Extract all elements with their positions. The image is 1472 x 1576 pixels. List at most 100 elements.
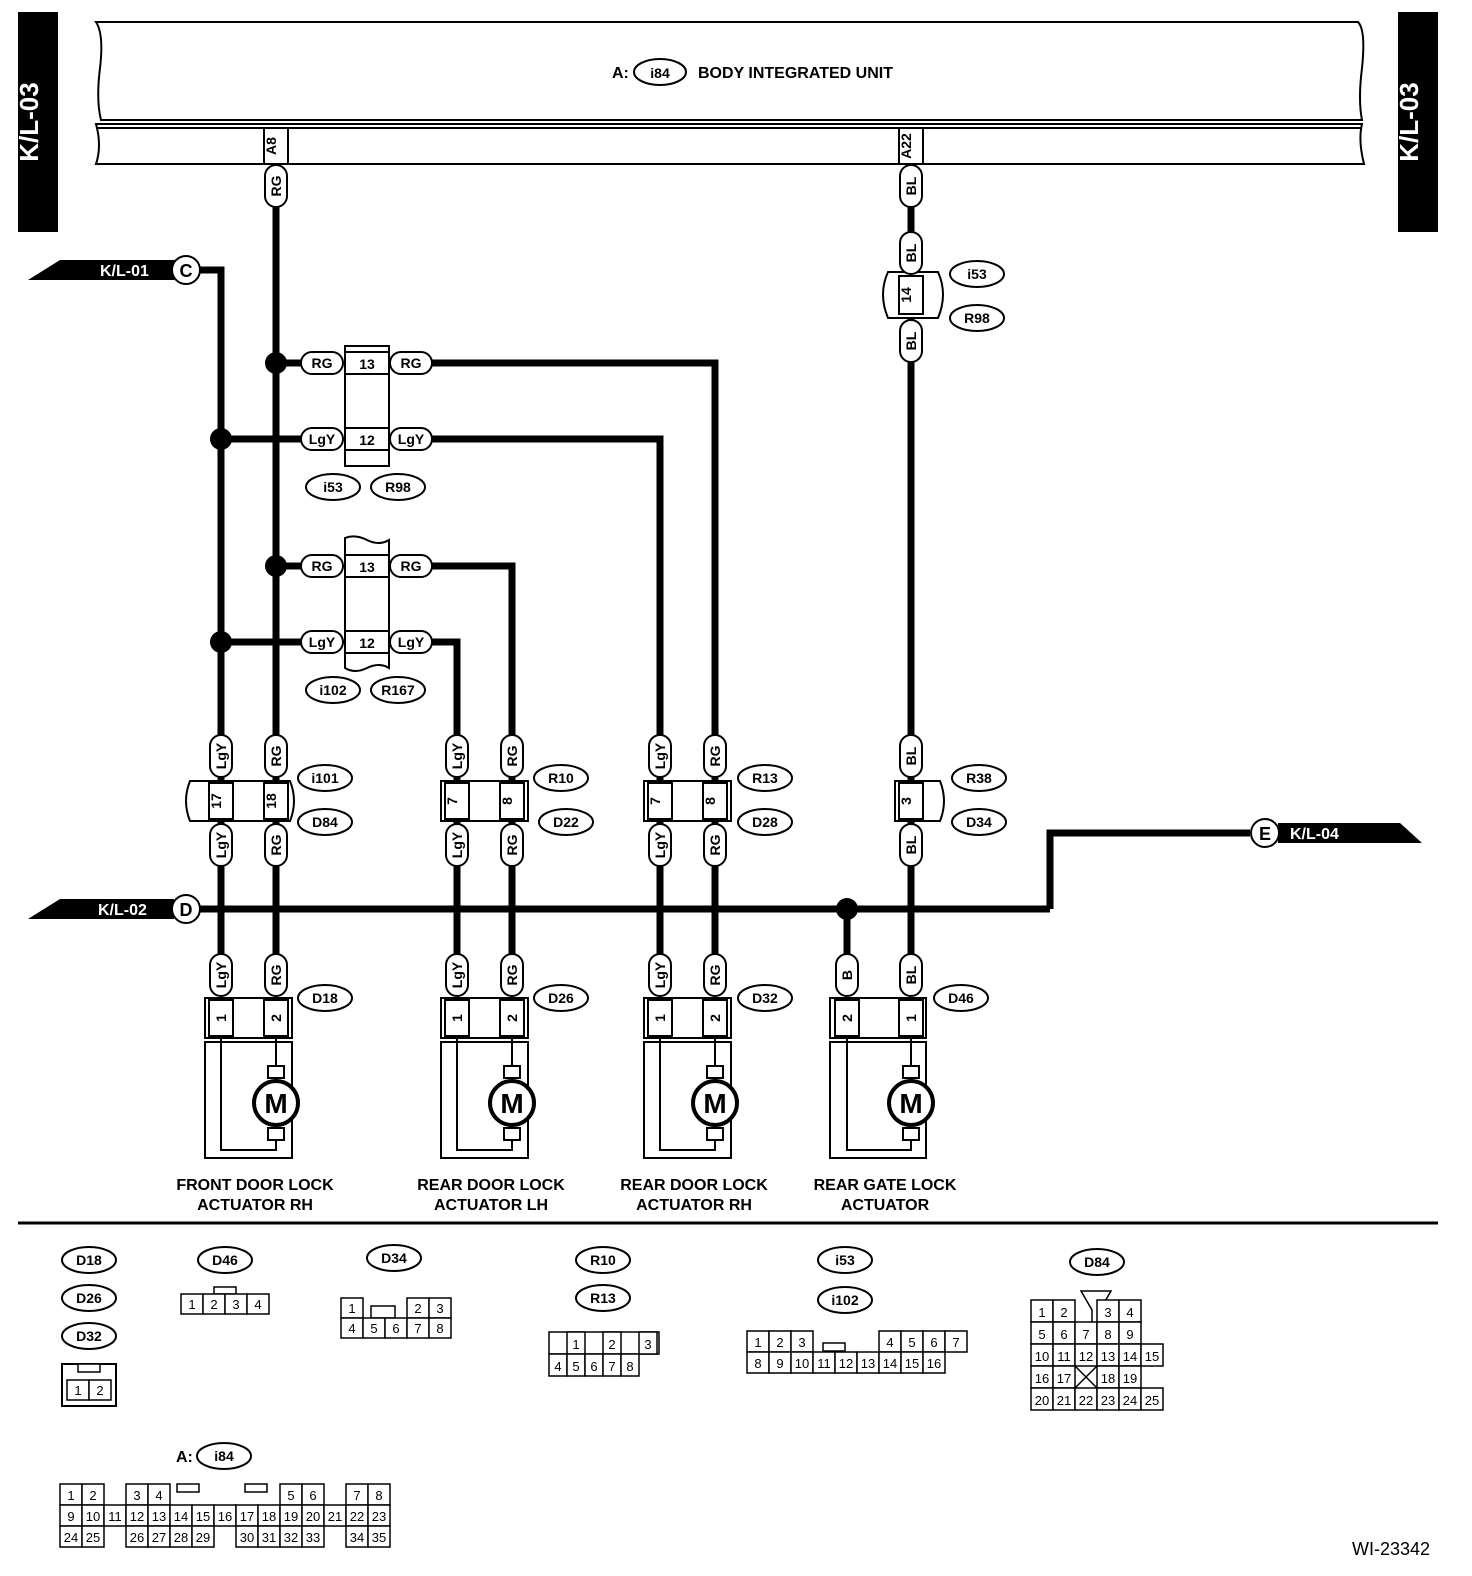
svg-text:D84: D84 xyxy=(1084,1254,1110,1270)
svg-text:13: 13 xyxy=(861,1356,875,1371)
wire-color-label: BL xyxy=(903,835,919,854)
motor-icon xyxy=(691,1079,739,1127)
svg-text:D28: D28 xyxy=(752,814,778,830)
svg-text:R13: R13 xyxy=(590,1290,616,1306)
svg-text:2: 2 xyxy=(839,1014,855,1022)
svg-text:3: 3 xyxy=(898,797,914,805)
svg-text:5: 5 xyxy=(287,1488,294,1503)
svg-text:D26: D26 xyxy=(548,990,574,1006)
svg-text:2: 2 xyxy=(608,1337,615,1352)
svg-text:2: 2 xyxy=(707,1014,723,1022)
legend-badge-r10: R10 xyxy=(575,1246,631,1274)
svg-text:2: 2 xyxy=(210,1297,217,1312)
svg-text:3: 3 xyxy=(436,1301,443,1316)
pin-a22 xyxy=(898,127,924,165)
legend-badge-d32: D32 xyxy=(61,1322,117,1350)
svg-text:22: 22 xyxy=(1079,1393,1093,1408)
ref-d: K/L-02 D xyxy=(28,894,201,924)
connector-i53-r98: 13 12 xyxy=(344,345,390,467)
wire-color-tag: RG xyxy=(703,734,727,778)
svg-text:14: 14 xyxy=(898,287,914,303)
svg-text:C: C xyxy=(180,261,193,281)
svg-text:D32: D32 xyxy=(752,990,778,1006)
svg-text:4: 4 xyxy=(554,1359,561,1374)
svg-text:8: 8 xyxy=(375,1488,382,1503)
actuator-name-line1: REAR GATE LOCK xyxy=(814,1177,957,1194)
wire-color-tag: RG xyxy=(264,823,288,867)
svg-text:8: 8 xyxy=(626,1359,633,1374)
wire-color-label: LgY xyxy=(213,831,229,858)
svg-text:24: 24 xyxy=(1123,1393,1137,1408)
wire-color-tag: BL xyxy=(899,164,923,208)
connector-badge-d84: D84 xyxy=(297,808,353,836)
svg-text:D84: D84 xyxy=(312,814,338,830)
connector-r38-d34: 3 xyxy=(894,780,945,822)
splice-dot xyxy=(210,428,232,450)
wire-color-tag: RG xyxy=(500,823,524,867)
legend-badge-d84: D84 xyxy=(1069,1248,1125,1276)
svg-text:1: 1 xyxy=(188,1297,195,1312)
splice-dot xyxy=(265,555,287,577)
wire-color-tag: RG xyxy=(264,164,288,208)
connector-badge-d18: D18 xyxy=(297,984,353,1012)
svg-text:20: 20 xyxy=(306,1509,320,1524)
wire-color-tag: LgY xyxy=(445,734,469,778)
svg-text:M: M xyxy=(264,1088,287,1119)
legend-badge-d18: D18 xyxy=(61,1246,117,1274)
svg-text:5: 5 xyxy=(370,1321,377,1336)
svg-text:18: 18 xyxy=(263,793,279,809)
svg-text:7: 7 xyxy=(444,797,460,805)
wire-color-label: LgY xyxy=(309,431,336,447)
svg-text:5: 5 xyxy=(908,1335,915,1350)
svg-text:1: 1 xyxy=(449,1014,465,1022)
svg-text:32: 32 xyxy=(284,1530,298,1545)
motor-icon xyxy=(488,1079,536,1127)
svg-text:18: 18 xyxy=(1101,1371,1115,1386)
svg-text:E: E xyxy=(1259,824,1271,844)
wire-color-tag: RG xyxy=(389,351,433,375)
wire-color-label: RG xyxy=(312,558,333,574)
svg-text:1: 1 xyxy=(572,1337,579,1352)
motor-icon xyxy=(252,1079,300,1127)
wire-color-tag: LgY xyxy=(648,953,672,997)
wire-color-label: LgY xyxy=(652,961,668,988)
svg-text:5: 5 xyxy=(572,1359,579,1374)
wire-color-label: LgY xyxy=(449,742,465,769)
svg-text:R167: R167 xyxy=(381,682,415,698)
svg-text:8: 8 xyxy=(1104,1327,1111,1342)
svg-text:18: 18 xyxy=(262,1509,276,1524)
svg-text:3: 3 xyxy=(133,1488,140,1503)
svg-text:17: 17 xyxy=(1057,1371,1071,1386)
svg-text:27: 27 xyxy=(152,1530,166,1545)
svg-text:10: 10 xyxy=(1035,1349,1049,1364)
svg-text:3: 3 xyxy=(798,1335,805,1350)
wire-color-label: RG xyxy=(312,355,333,371)
svg-text:4: 4 xyxy=(254,1297,261,1312)
wire-color-tag: RG xyxy=(500,953,524,997)
wire-color-tag: RG xyxy=(300,554,344,578)
wire-color-tag: LgY xyxy=(648,734,672,778)
svg-text:8: 8 xyxy=(499,797,515,805)
svg-text:7: 7 xyxy=(1082,1327,1089,1342)
svg-text:17: 17 xyxy=(208,793,224,809)
svg-text:12: 12 xyxy=(839,1356,853,1371)
wire-color-tag: B xyxy=(835,953,859,997)
svg-text:D18: D18 xyxy=(312,990,338,1006)
left-tab-label: K/L-03 xyxy=(14,82,44,161)
connector-badge-r98: R98 xyxy=(370,473,426,501)
svg-text:30: 30 xyxy=(240,1530,254,1545)
svg-text:35: 35 xyxy=(372,1530,386,1545)
svg-text:9: 9 xyxy=(1126,1327,1133,1342)
wire-color-label: LgY xyxy=(213,742,229,769)
svg-text:7: 7 xyxy=(608,1359,615,1374)
connector-badge-d46: D46 xyxy=(933,984,989,1012)
wire-color-tag: RG xyxy=(264,953,288,997)
svg-text:1: 1 xyxy=(213,1014,229,1022)
legend-i84-prefix: A: xyxy=(176,1449,193,1466)
svg-text:2: 2 xyxy=(1060,1305,1067,1320)
wire-color-label: RG xyxy=(268,964,284,985)
